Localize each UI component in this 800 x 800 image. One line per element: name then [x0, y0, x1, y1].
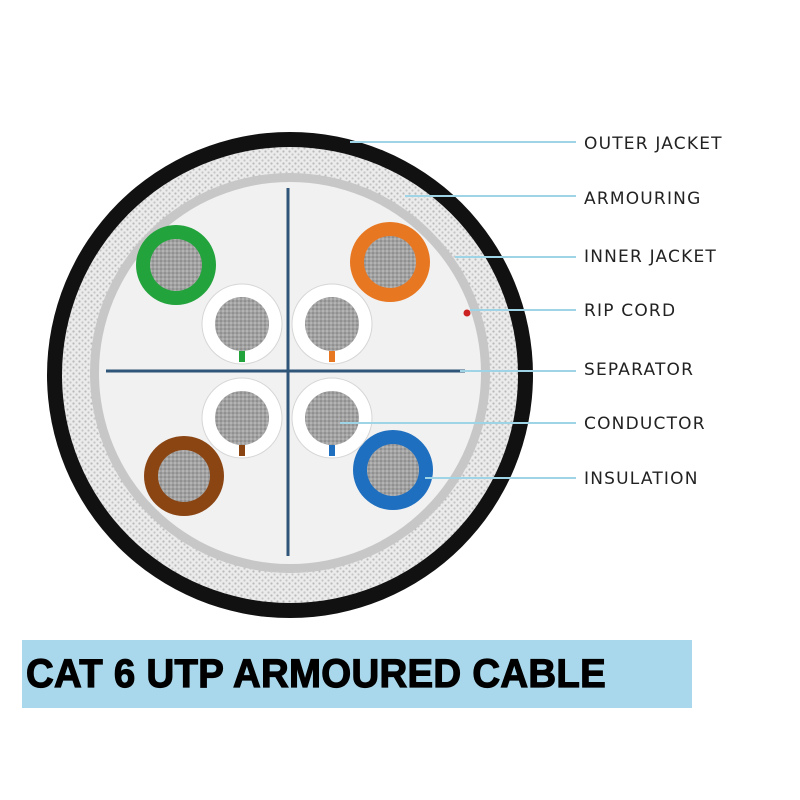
armouring-label: ARMOURING [584, 189, 701, 209]
white-blue-wire [291, 377, 373, 459]
blue-wire [353, 430, 433, 510]
rip-cord [463, 309, 471, 317]
white-brown-wire [201, 377, 283, 459]
outer-jacket-label: OUTER JACKET [584, 134, 723, 154]
white-orange-wire [291, 283, 373, 365]
title-banner: CAT 6 UTP ARMOURED CABLE [22, 640, 692, 708]
insulation-label: INSULATION [584, 469, 699, 489]
diagram-title: CAT 6 UTP ARMOURED CABLE [25, 651, 607, 696]
brown-wire [144, 436, 224, 516]
separator-label: SEPARATOR [584, 360, 694, 380]
inner-jacket-label: INNER JACKET [584, 247, 717, 267]
conductor-label: CONDUCTOR [584, 414, 706, 434]
white-green-wire [201, 283, 283, 365]
orange-wire [350, 222, 430, 302]
green-wire [136, 225, 216, 305]
rip-cord-label: RIP CORD [584, 301, 676, 321]
